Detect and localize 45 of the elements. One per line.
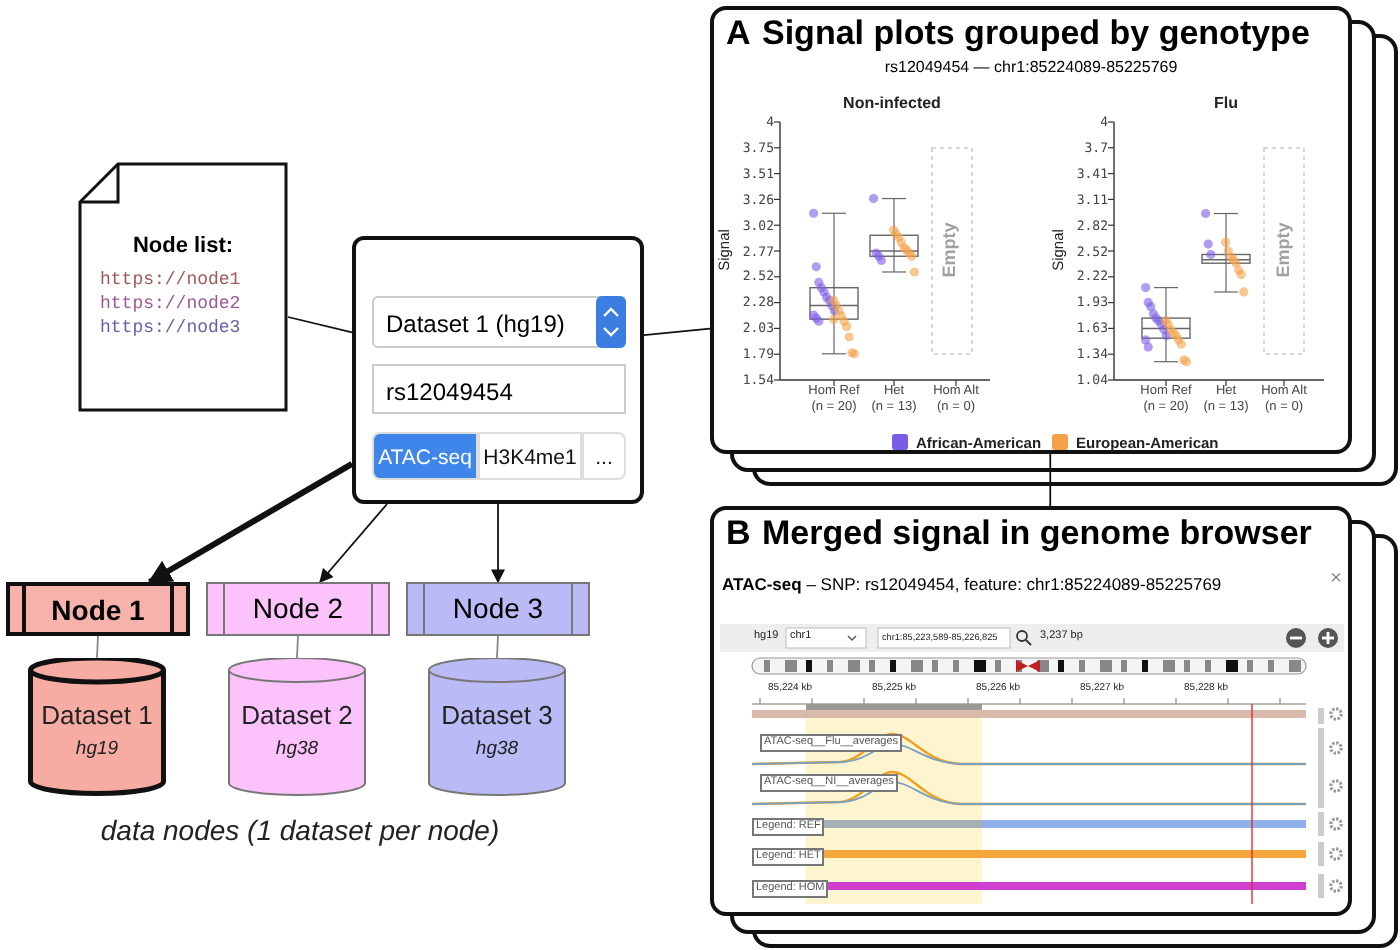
close-icon: × <box>1330 570 1342 590</box>
connector-line <box>96 635 99 659</box>
panel-card <box>710 6 1352 454</box>
dataset-name: Dataset 2 <box>239 702 355 731</box>
connector-line <box>1049 453 1052 507</box>
connector-line <box>496 635 499 659</box>
dataset-name: Dataset 1 <box>39 702 155 731</box>
node-title: Node list: <box>130 234 236 259</box>
tab: H3K4me1 <box>478 432 582 480</box>
dropdown: Dataset 1 (hg19) <box>372 296 626 348</box>
panel-card <box>710 506 1352 916</box>
panel-letter: A <box>726 16 751 54</box>
panel-letter: B <box>726 516 751 554</box>
browser-window <box>352 236 644 504</box>
server-box <box>206 582 390 636</box>
more-tab: ... <box>582 432 626 480</box>
panel-title: Signal plots grouped by genotype <box>762 16 1310 54</box>
url-text: https://node1 <box>100 272 241 292</box>
connector-line <box>296 635 299 659</box>
node-name: Node 2 <box>250 594 346 625</box>
plot-title: Non-infected <box>843 96 941 112</box>
node-name: Node 1 <box>49 596 147 627</box>
connector-line <box>643 327 711 337</box>
caption: data nodes (1 dataset per node) <box>100 816 500 844</box>
genome-build: hg38 <box>273 740 321 761</box>
arrow <box>491 503 505 584</box>
genome-build: hg19 <box>73 740 121 761</box>
empty-text: Empty <box>1275 222 1293 278</box>
url-text: https://node3 <box>100 320 241 340</box>
server-box <box>6 582 190 636</box>
arrow <box>319 503 388 584</box>
dataset-name: Dataset 3 <box>439 702 555 731</box>
arrow <box>147 461 354 585</box>
tab: ATAC-seq <box>372 432 478 480</box>
input-field: rs12049454 <box>372 364 626 414</box>
panel-subtitle: rs12049454 — chr1:85224089-85225769 <box>882 60 1180 78</box>
panel-subtitle: ATAC-seq – SNP: rs12049454, feature: chr1:85224089-85225769 <box>722 576 1222 595</box>
connector-line <box>287 316 353 334</box>
server-box <box>406 582 590 636</box>
url-text: https://node2 <box>100 296 241 316</box>
genome-build: hg38 <box>473 740 521 761</box>
node-name: Node 3 <box>450 594 546 625</box>
empty-text: Empty <box>941 222 959 278</box>
panel-title: Merged signal in genome browser <box>762 516 1312 554</box>
plot-title: Flu <box>1214 96 1238 112</box>
